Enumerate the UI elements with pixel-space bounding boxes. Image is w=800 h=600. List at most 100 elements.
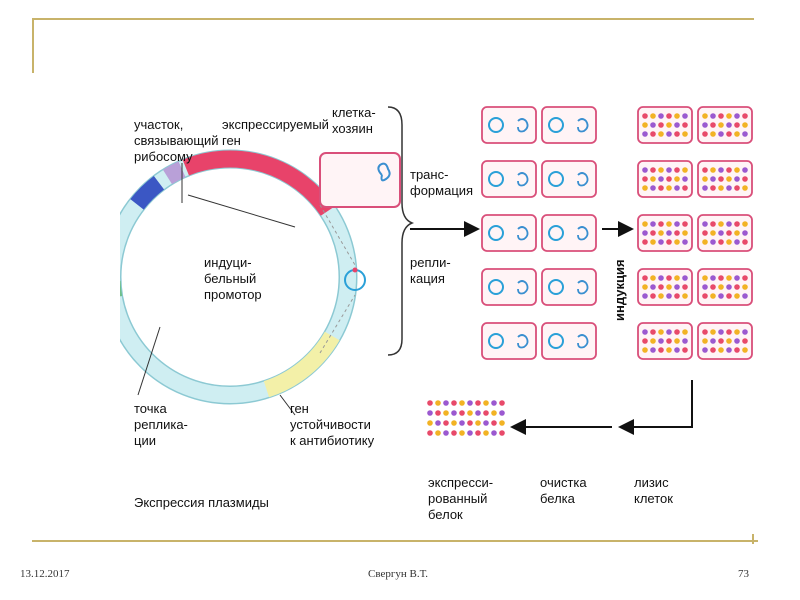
protein-dot: [483, 420, 489, 426]
protein-dot: [734, 131, 740, 137]
protein-dot: [742, 230, 748, 236]
protein-dot: [710, 230, 716, 236]
protein-dot: [718, 221, 724, 227]
protein-dot: [682, 167, 688, 173]
cell-outline: [541, 160, 597, 198]
resistance-gene-segment: [263, 331, 340, 398]
protein-dot: [710, 185, 716, 191]
protein-dot: [682, 185, 688, 191]
slide-frame-left: [32, 18, 34, 73]
transformed-cell: [481, 106, 537, 144]
protein-dot: [718, 329, 724, 335]
expressed-gene-segment: [182, 150, 335, 216]
protein-dot: [734, 176, 740, 182]
protein-dot: [650, 131, 656, 137]
protein-dot: [742, 338, 748, 344]
protein-dot: [650, 113, 656, 119]
protein-dot: [674, 338, 680, 344]
protein-dot: [666, 176, 672, 182]
protein-dot: [427, 400, 433, 406]
protein-dot: [674, 185, 680, 191]
protein-dot: [718, 239, 724, 245]
protein-dot: [499, 430, 505, 436]
protein-dot: [459, 400, 465, 406]
cell-grids: индукция: [481, 106, 753, 360]
transformed-cell: [541, 106, 597, 144]
process-arrows: [410, 221, 693, 435]
induced-cell: [697, 322, 753, 360]
protein-dot: [666, 338, 672, 344]
protein-dot: [742, 113, 748, 119]
protein-dot: [666, 347, 672, 353]
protein-dot: [666, 275, 672, 281]
protein-dot: [734, 185, 740, 191]
protein-dot: [491, 410, 497, 416]
protein-dot: [702, 131, 708, 137]
transformed-cell: [481, 268, 537, 306]
promoter-segment: [130, 175, 165, 210]
protein-dot: [726, 338, 732, 344]
transformed-cell: [541, 214, 597, 252]
protein-dot: [702, 122, 708, 128]
protein-dot: [710, 113, 716, 119]
protein-dot: [702, 293, 708, 299]
protein-dot: [702, 347, 708, 353]
protein-dot: [726, 221, 732, 227]
protein-dot: [674, 113, 680, 119]
protein-dot: [718, 347, 724, 353]
protein-dot: [642, 284, 648, 290]
protein-dot: [702, 329, 708, 335]
lysis-arrow: [618, 380, 693, 435]
protein-dot: [710, 284, 716, 290]
protein-dot: [658, 239, 664, 245]
protein-dot: [475, 410, 481, 416]
protein-dot: [682, 230, 688, 236]
protein-dot: [499, 420, 505, 426]
protein-dot: [642, 185, 648, 191]
induced-cell: [637, 214, 693, 252]
protein-dot: [718, 185, 724, 191]
cell-chromosome: [577, 172, 589, 187]
protein-dot: [666, 230, 672, 236]
protein-dot: [710, 176, 716, 182]
protein-dot: [742, 221, 748, 227]
protein-dot: [650, 185, 656, 191]
protein-dot: [682, 239, 688, 245]
protein-dot: [650, 167, 656, 173]
slide-frame-bottom-left: [32, 540, 128, 542]
protein-dot: [726, 113, 732, 119]
protein-dot: [674, 221, 680, 227]
protein-dot: [658, 338, 664, 344]
protein-dot: [443, 410, 449, 416]
protein-dot: [734, 122, 740, 128]
protein-dot: [674, 167, 680, 173]
protein-dot: [734, 167, 740, 173]
cell-chromosome: [517, 172, 529, 187]
protein-dot: [642, 176, 648, 182]
host-chromosome: [377, 162, 391, 182]
cell-plasmid: [488, 225, 504, 241]
protein-dot: [734, 284, 740, 290]
protein-dot: [734, 275, 740, 281]
protein-dot: [650, 284, 656, 290]
protein-dot: [674, 176, 680, 182]
protein-dot: [710, 122, 716, 128]
protein-dot: [642, 230, 648, 236]
protein-dot: [650, 329, 656, 335]
protein-dot: [427, 410, 433, 416]
transformed-cell: [541, 322, 597, 360]
protein-dot: [674, 230, 680, 236]
zoom-line-bottom: [319, 294, 356, 354]
cell-chromosome: [517, 280, 529, 295]
protein-dot: [459, 430, 465, 436]
promoter-pointer: [187, 194, 296, 228]
protein-dot: [642, 347, 648, 353]
protein-dot: [702, 176, 708, 182]
protein-dot: [658, 293, 664, 299]
protein-dot: [666, 284, 672, 290]
induced-cell: [697, 160, 753, 198]
protein-dot: [726, 347, 732, 353]
